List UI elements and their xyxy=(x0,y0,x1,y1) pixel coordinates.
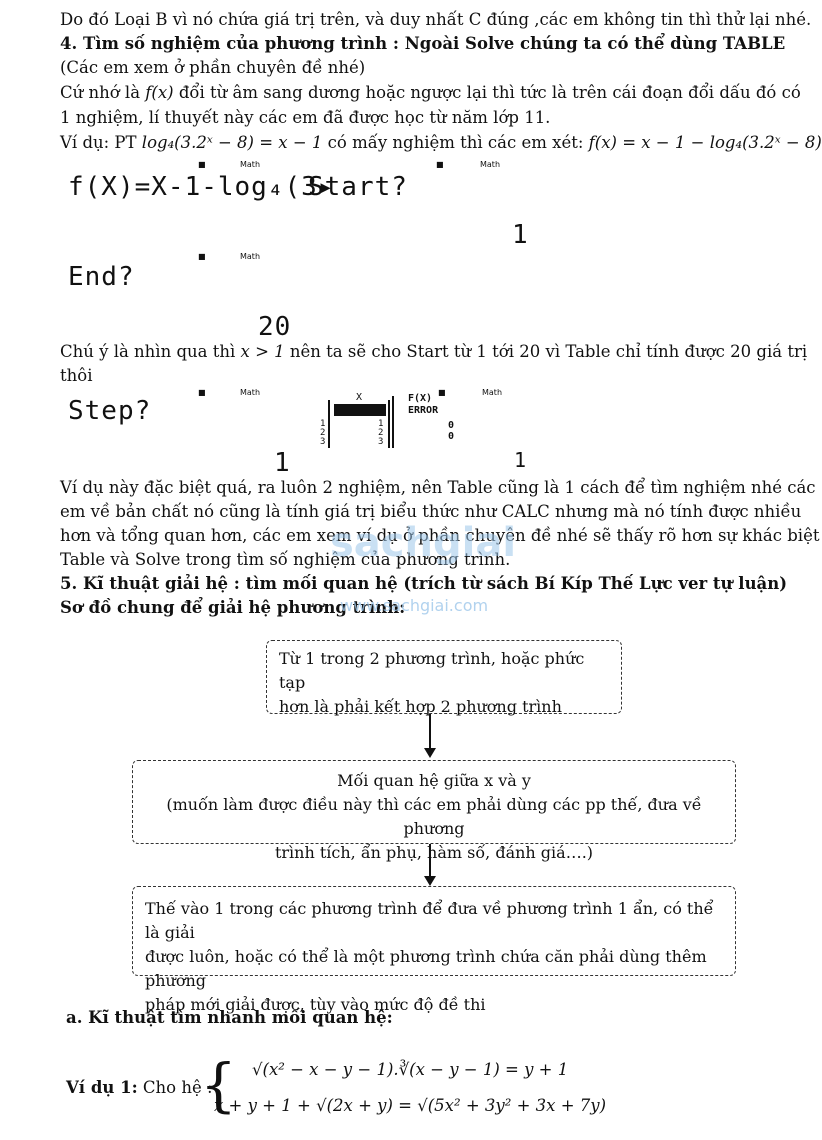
table-header-x: X xyxy=(356,392,363,403)
text-line: Ví dụ này đặc biệt quá, ra luôn 2 nghiệm… xyxy=(60,478,816,497)
flow-box-1: Từ 1 trong 2 phương trình, hoặc phức tạp… xyxy=(266,640,622,716)
table-rule xyxy=(388,400,390,448)
system-equation-2: x + y + 1 + √(2x + y) = √(5x² + 3y² + 3x… xyxy=(214,1096,607,1115)
table-highlight xyxy=(334,404,386,416)
text-line: Do đó Loại B vì nó chứa giá trị trên, và… xyxy=(60,10,812,29)
text-line: em về bản chất nó cũng là tính giá trị b… xyxy=(60,502,802,521)
text-fragment: Cứ nhớ là xyxy=(60,83,141,102)
calc-end-label: End? xyxy=(68,262,135,292)
section-heading-5: 5. Kĩ thuật giải hệ : tìm mối quan hệ (t… xyxy=(60,574,788,593)
text-line: hơn và tổng quan hơn, các em xem ví dụ ở… xyxy=(60,526,820,545)
system-equation-1: √(x² − x − y − 1).∛(x − y − 1) = y + 1 xyxy=(252,1060,569,1079)
subsection-heading-a: a. Kĩ thuật tìm nhanh mối quan hệ: xyxy=(66,1008,393,1027)
text-fragment: đổi từ âm sang dương hoặc ngược lại thì … xyxy=(178,83,801,102)
flow-box-3-line: Thế vào 1 trong các phương trình để đưa … xyxy=(145,899,714,942)
math-function: f(x) = x − 1 − log₄(3.2ˣ − 8) xyxy=(588,133,822,152)
shift-indicator-icon: ■ xyxy=(436,160,444,169)
text-line: Cứ nhớ là f(x) đổi từ âm sang dương hoặc… xyxy=(60,81,801,105)
example-label: Ví dụ 1: Cho hệ : xyxy=(66,1076,213,1100)
text-fragment: nên ta sẽ cho Start từ 1 tới 20 vì Table… xyxy=(289,342,808,361)
flow-box-2-line: (muốn làm được điều này thì các em phải … xyxy=(166,795,702,838)
table-row-index-3: 3 xyxy=(320,437,326,447)
table-row-index-1: 1 xyxy=(320,419,326,429)
example-intro: Cho hệ : xyxy=(142,1078,213,1097)
calc-end-value: 20 xyxy=(258,312,292,342)
table-cell-fx-2: 0 xyxy=(448,420,455,431)
text-line: Ví dụ: PT log₄(3.2ˣ − 8) = x − 1 có mấy … xyxy=(60,131,822,155)
flow-box-2-line: trình tích, ẩn phụ, hàm số, đánh giá….) xyxy=(274,843,594,862)
arrow-down-icon xyxy=(424,876,436,886)
table-rule xyxy=(392,396,394,448)
subheading: Sơ đồ chung để giải hệ phương trình: xyxy=(60,598,406,617)
table-cell-x-3: 3 xyxy=(378,437,384,447)
watermark-logo: sachgiai xyxy=(330,520,517,566)
math-indicator: Math xyxy=(240,252,261,261)
text-fragment: Chú ý là nhìn qua thì xyxy=(60,342,236,361)
table-rule xyxy=(328,400,330,448)
calc-start-label: Start? xyxy=(308,172,408,202)
flow-box-2: Mối quan hệ giữa x và y (muốn làm được đ… xyxy=(132,760,736,862)
flow-box-3-line: pháp mới giải được, tùy vào mức độ đề th… xyxy=(145,995,486,1014)
math-indicator: Math xyxy=(240,160,261,169)
text-fragment: có mấy nghiệm thì các em xét: xyxy=(327,133,584,152)
text-line: Chú ý là nhìn qua thì x > 1 nên ta sẽ ch… xyxy=(60,340,807,364)
calc-step-value: 1 xyxy=(274,448,291,478)
math-indicator: Math xyxy=(240,388,261,397)
watermark-url: www.sachgiai.com xyxy=(340,596,489,615)
section-heading-4: 4. Tìm số nghiệm của phương trình : Ngoà… xyxy=(60,34,786,53)
math-equation: log₄(3.2ˣ − 8) = x − 1 xyxy=(141,133,323,152)
flow-arrow-line xyxy=(429,844,431,878)
flow-box-1-line: Từ 1 trong 2 phương trình, hoặc phức tạp xyxy=(279,649,585,692)
math-condition: x > 1 xyxy=(240,342,285,361)
calc-start-value: 1 xyxy=(512,220,529,250)
arrow-down-icon xyxy=(424,748,436,758)
example-number: Ví dụ 1: xyxy=(66,1078,138,1097)
table-cell-fx-1: ERROR xyxy=(408,405,439,416)
flow-box-3: Thế vào 1 trong các phương trình để đưa … xyxy=(132,886,736,1014)
text-line: (Các em xem ở phần chuyên đề nhé) xyxy=(60,58,366,77)
math-fx: f(x) xyxy=(145,83,174,102)
text-fragment: Ví dụ: PT xyxy=(60,133,137,152)
table-cell-fx-3: 0 xyxy=(448,431,455,442)
shift-indicator-icon: ■ xyxy=(198,388,206,397)
table-row-index-2: 2 xyxy=(320,428,326,438)
system-brace: { xyxy=(200,1051,237,1119)
calc-screen-fx: f(X)=X-1-log₄(3▸ xyxy=(68,172,335,202)
flow-arrow-line xyxy=(429,714,431,750)
text-line: Table và Solve trong tìm số nghiệm của p… xyxy=(60,550,511,569)
math-indicator: Math xyxy=(480,160,501,169)
flow-box-1-line: hơn là phải kết hợp 2 phương trình xyxy=(279,697,562,716)
calc-table-bottom: 1 xyxy=(514,448,528,472)
shift-indicator-icon: ■ xyxy=(198,252,206,261)
text-line: 1 nghiệm, lí thuyết này các em đã được h… xyxy=(60,108,551,127)
math-indicator: Math xyxy=(482,388,503,397)
calc-step-label: Step? xyxy=(68,396,152,426)
table-cell-x-1: 1 xyxy=(378,419,384,429)
flow-box-2-line: Mối quan hệ giữa x và y xyxy=(337,771,531,790)
shift-indicator-icon: ■ xyxy=(438,388,446,397)
table-cell-x-2: 2 xyxy=(378,428,384,438)
shift-indicator-icon: ■ xyxy=(198,160,206,169)
table-header-fx: F(X) xyxy=(408,393,433,404)
flow-box-3-line: được luôn, hoặc có thể là một phương trì… xyxy=(145,947,707,990)
text-line: thôi xyxy=(60,366,93,385)
